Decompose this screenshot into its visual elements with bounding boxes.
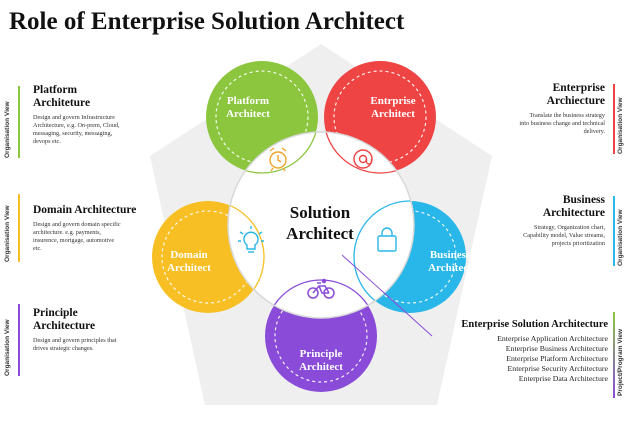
lightbulb-icon <box>238 226 264 253</box>
connector-line <box>341 254 433 337</box>
principle-architecture-title-1: Principle <box>33 307 78 319</box>
left-bar-2 <box>18 194 20 262</box>
enterprise-architecture-block: Enterprise Archiecture Translate the bus… <box>470 82 605 136</box>
principle-architecture-block: Principle Architecture Design and govern… <box>33 307 163 353</box>
left-bar-1 <box>18 86 20 158</box>
center-title-line1: Solution <box>290 203 351 222</box>
enterprise-petal-label-2: Architect <box>371 108 415 120</box>
domain-architecture-title: Domain Architecture <box>33 204 137 216</box>
esa-item: Enterprise Application Architecture <box>497 334 608 343</box>
at-sign-icon <box>353 149 373 169</box>
platform-architecture-title-2: Architeture <box>33 97 91 109</box>
domain-petal-label-2: Architect <box>167 262 211 274</box>
platform-architecture-title-1: Platform <box>33 84 78 96</box>
left-bar-3 <box>18 304 20 376</box>
right-bar-3 <box>613 312 615 398</box>
principle-petal-label-1: Principle <box>300 348 343 360</box>
right-view-label-2: Organisation View <box>617 209 624 266</box>
business-petal-label-1: Business <box>430 249 471 261</box>
domain-architecture-desc: Design and govern domain specific archit… <box>33 221 121 252</box>
esa-item: Enterprise Security Architecture <box>507 364 608 373</box>
domain-petal-label-1: Domain <box>170 249 207 261</box>
esa-item: Enterprise Data Architecture <box>518 374 608 383</box>
business-architecture-block: Business Architecture Strategy, Organiza… <box>470 194 605 248</box>
principle-architecture-title-2: Architecture <box>33 320 96 332</box>
enterprise-architecture-title-1: Enterprise <box>552 82 605 94</box>
principle-petal-label-2: Architect <box>299 361 343 373</box>
platform-petal-label-1: Platform <box>227 95 269 107</box>
enterprise-architecture-title-2: Archiecture <box>546 95 605 107</box>
left-view-label-2: Organisation View <box>4 205 11 262</box>
business-architecture-title-1: Business <box>562 194 605 206</box>
esa-item: Enterprise Platform Architecture <box>506 354 608 363</box>
left-view-label-1: Organisation View <box>4 101 11 158</box>
principle-architecture-desc: Design and govern principles that drives… <box>33 337 117 352</box>
enterprise-architecture-desc: Translate the business strategy into bus… <box>519 112 605 135</box>
platform-architecture-desc: Design and govern Infrastructure Archite… <box>33 114 120 145</box>
center-circle <box>228 132 414 318</box>
esa-item: Enterprise Business Architecture <box>505 344 608 353</box>
domain-architecture-block: Domain Architecture Design and govern do… <box>33 204 168 253</box>
right-view-label-1: Organisation View <box>617 97 624 154</box>
right-bar-2 <box>613 196 615 266</box>
business-petal-label-2: Architect <box>428 262 472 274</box>
center-title-line2: Architect <box>286 224 354 243</box>
right-view-label-3: Project/Program View <box>617 328 624 396</box>
right-bar-1 <box>613 84 615 154</box>
platform-petal-label-2: Architect <box>226 108 270 120</box>
esa-title: Enterprise Solution Architecture <box>461 319 608 330</box>
left-view-label-3: Organisation View <box>4 319 11 376</box>
enterprise-petal-label-1: Entrprise <box>370 95 415 107</box>
business-architecture-title-2: Architecture <box>542 207 605 219</box>
alarm-clock-icon <box>269 147 287 172</box>
business-architecture-desc: Strategy, Organization chart, Capability… <box>523 224 605 247</box>
bicycle-icon <box>307 278 335 299</box>
shopping-bag-icon <box>377 227 397 252</box>
esa-block: Enterprise Solution Architecture Enterpr… <box>420 318 608 384</box>
page-title: Role of Enterprise Solution Architect <box>9 8 405 35</box>
platform-architecture-block: Platform Architeture Design and govern I… <box>33 84 163 146</box>
